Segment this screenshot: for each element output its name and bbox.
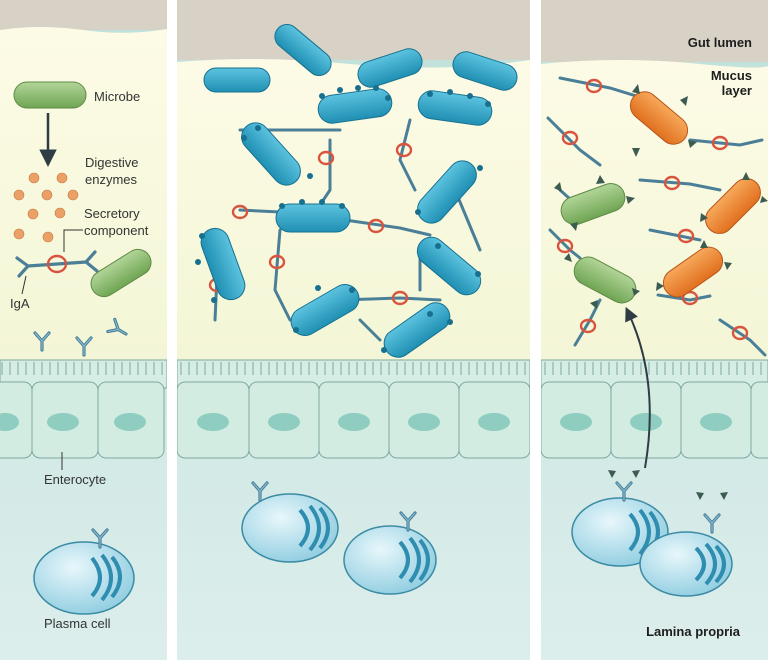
microbe-icon: [560, 91, 761, 304]
plasma-cell-label: Plasma cell: [44, 616, 111, 631]
microbe-label: Microbe: [94, 89, 140, 104]
plasma-cell-icon: [33, 528, 135, 615]
panel-middle: [176, 0, 531, 660]
iga-label: IgA: [10, 296, 30, 311]
mucus-layer-label-2: layer: [722, 83, 752, 98]
lamina-propria-label: Lamina propria: [646, 624, 741, 639]
secretory-component-label-1: Secretory: [84, 206, 140, 221]
enterocyte-icon: [0, 381, 165, 459]
enterocyte-icon: [540, 381, 768, 459]
digestive-enzymes-label-1: Digestive: [85, 155, 138, 170]
mucus-layer-label-1: Mucus: [711, 68, 752, 83]
panel-left: Microbe Digestive enzymes Secretory comp…: [0, 0, 168, 660]
microbe-icon: [13, 81, 87, 109]
iga-antibody-icon: [15, 250, 99, 278]
secretory-component-label-2: component: [84, 223, 149, 238]
microbe-icon: [203, 24, 518, 93]
panel-right: Gut lumen Mucus layer Lamina propria: [540, 0, 768, 660]
plasma-cell-icon: [639, 513, 733, 597]
iga-network: [546, 76, 767, 357]
enterocyte-label: Enterocyte: [44, 472, 106, 487]
arrow-icon: [625, 306, 651, 469]
gut-lumen-label: Gut lumen: [688, 35, 752, 50]
microbe-icon: [90, 248, 152, 298]
plasma-cell-icon: [241, 481, 339, 563]
enzyme-dot-icon: [13, 172, 79, 243]
enterocyte-icon: [176, 381, 531, 459]
microbe-icon: [200, 88, 493, 358]
plasma-cell-icon: [343, 511, 437, 595]
digestive-enzymes-label-2: enzymes: [85, 172, 138, 187]
